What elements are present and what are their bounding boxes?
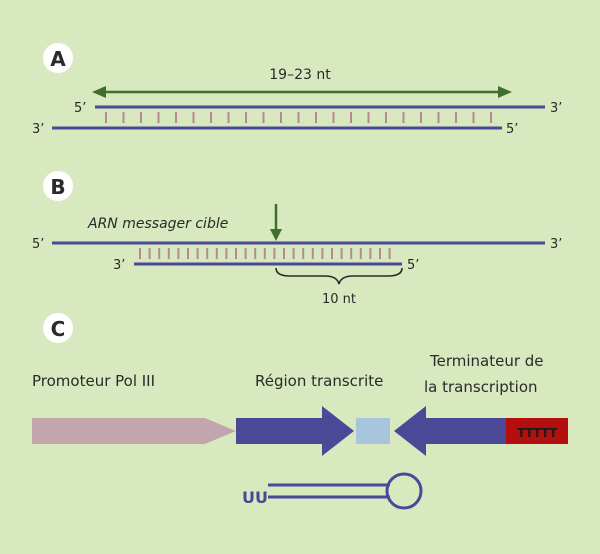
b-top-right-end: 3’ [550,237,562,252]
panel-b-badge [43,171,73,201]
b-bottom-right-end: 5’ [407,258,419,273]
panel-a-badge [43,43,73,73]
terminator-seq: TTTTT [517,426,558,440]
terminator-label-line2: la transcription [424,378,538,396]
hairpin-loop [385,472,423,510]
panel-c: C Promoteur Pol III Région transcrite Te… [32,313,568,510]
b-top-left-end: 5’ [32,237,44,252]
promoter-block [32,418,236,444]
panel-b: B ARN messager cible 5’ 3’ 3’ 5’ 10 nt [32,171,562,307]
terminator-label-line1: Terminateur de [429,352,544,370]
loop-box [356,418,390,444]
b-bottom-left-end: 3’ [113,258,125,273]
panel-b-label: B [50,175,65,199]
panel-a: A 19–23 nt 5’ 3’ 3’ 5’ [32,43,562,137]
region-label: Région transcrite [255,372,383,390]
ten-nt-brace [275,267,403,285]
a-top-left-end: 5’ [74,101,86,116]
hairpin-overhang: UU [242,488,268,507]
length-label: 19–23 nt [269,67,331,83]
panel-c-badge [43,313,73,343]
panel-a-label: A [50,47,66,71]
sense-arrow [236,406,354,456]
antisense-arrow [394,406,508,456]
base-pairs-a [105,112,492,123]
terminator-block [506,418,568,444]
brace-label: 10 nt [322,292,356,307]
panel-c-label: C [51,317,66,341]
a-bottom-left-end: 3’ [32,122,44,137]
length-arrow-left-head [92,86,106,98]
length-arrow-right-head [498,86,512,98]
a-bottom-right-end: 5’ [506,122,518,137]
cleavage-arrow-head [270,229,282,241]
promoter-label: Promoteur Pol III [32,372,155,390]
base-pairs-b [139,248,391,259]
a-top-right-end: 3’ [550,101,562,116]
target-label: ARN messager cible [87,216,228,232]
